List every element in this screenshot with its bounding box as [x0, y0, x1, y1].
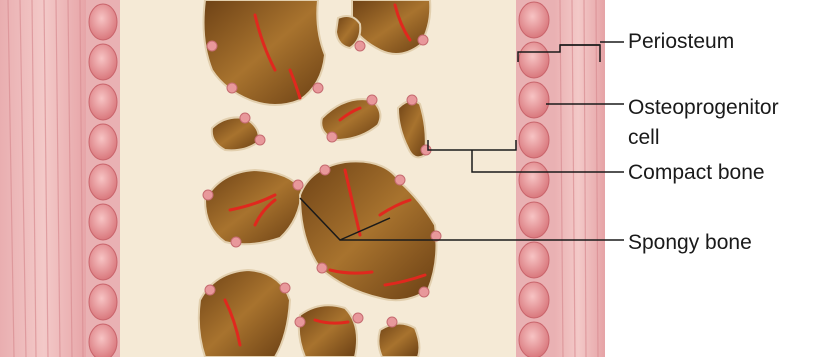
- marrow-cavity-bottom-right: [299, 305, 357, 357]
- compact-bone-label: Compact bone: [628, 161, 765, 185]
- spongy-bone-label: Spongy bone: [628, 231, 752, 255]
- osteoprogenitor-cell-label-line2: cell: [628, 126, 660, 150]
- right-muscle-tissue: [552, 0, 605, 357]
- left-periosteum-layer: [86, 0, 120, 357]
- marrow-cavity-mid-left: [212, 117, 259, 150]
- marrow-cavity-bottom-left: [199, 270, 290, 357]
- osteoprogenitor-cell-label-line1: Osteoprogenitor: [628, 96, 779, 120]
- marrow-cavity-bottom-far-right: [378, 323, 419, 357]
- right-periosteum-layer: [515, 0, 555, 357]
- periosteum-label: Periosteum: [628, 30, 734, 54]
- left-muscle-tissue: [0, 0, 88, 357]
